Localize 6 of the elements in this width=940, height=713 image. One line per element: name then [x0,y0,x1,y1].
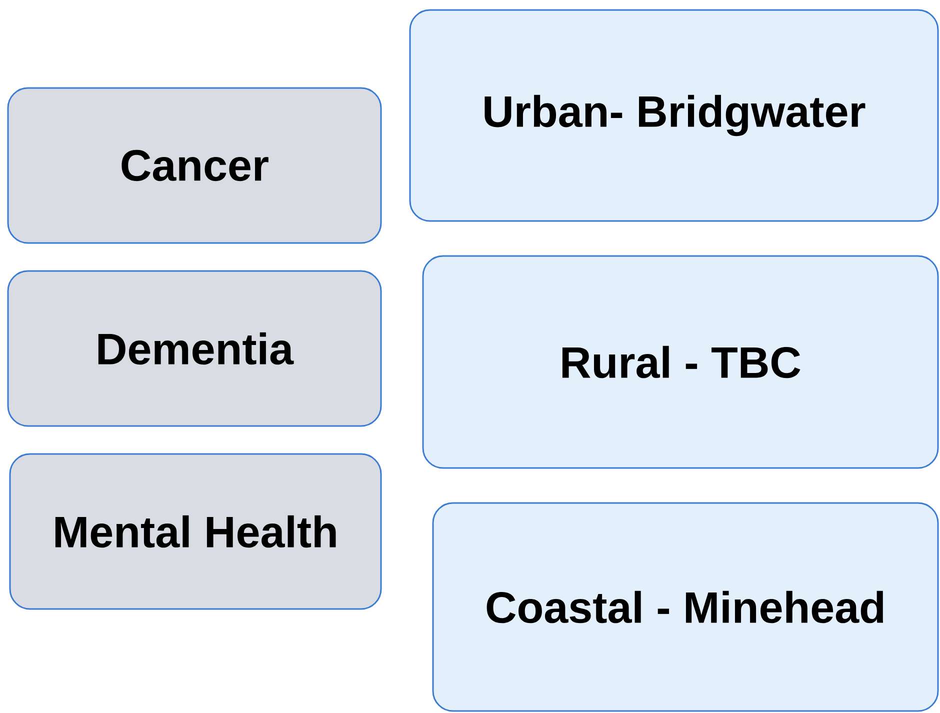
area-box: Coastal - Minehead [432,502,939,712]
area-box: Urban- Bridgwater [409,9,939,222]
topic-box: Dementia [7,270,382,427]
area-box: Rural - TBC [422,255,939,469]
topic-box: Mental Health [9,453,382,610]
topic-box: Cancer [7,87,382,244]
